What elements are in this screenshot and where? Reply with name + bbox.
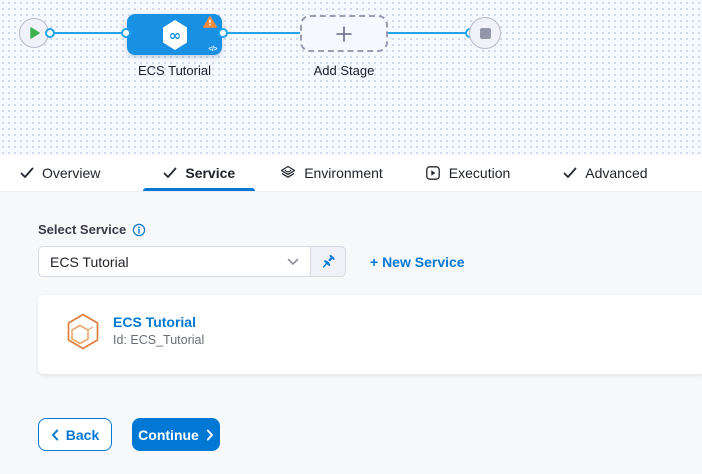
tab-label: Service [185, 165, 236, 181]
chevron-down-icon[interactable] [287, 258, 299, 266]
stop-icon [479, 27, 491, 39]
tab-execution[interactable]: Execution [405, 155, 530, 191]
add-stage-label: Add Stage [313, 63, 375, 78]
tab-environment[interactable]: Environment [260, 155, 403, 191]
check-icon [563, 167, 577, 179]
service-select[interactable] [38, 246, 310, 277]
start-node-port [45, 28, 55, 38]
stage-tabbar: Overview Service Environment [0, 155, 702, 192]
layers-icon [280, 165, 296, 181]
add-stage-button[interactable] [300, 15, 388, 52]
service-card-id: Id: ECS_Tutorial [113, 333, 205, 347]
play-icon [30, 27, 40, 39]
info-icon[interactable] [132, 223, 146, 237]
ecs-service-hexagon-icon [65, 312, 101, 352]
code-icon: </> [208, 46, 217, 53]
pipeline-connector-line [34, 32, 485, 34]
svg-text:∞: ∞ [168, 26, 181, 44]
service-card-title: ECS Tutorial [113, 314, 196, 330]
stage-node-ecs-tutorial[interactable]: ∞ ! </> [121, 14, 228, 55]
tab-overview[interactable]: Overview [0, 155, 120, 191]
tab-advanced[interactable]: Advanced [543, 155, 667, 191]
tab-label: Execution [448, 165, 511, 181]
pin-icon [320, 254, 336, 270]
pipeline-canvas[interactable]: ∞ ! </> ECS Tutorial Add Stage [0, 0, 702, 155]
service-card[interactable]: ECS Tutorial Id: ECS_Tutorial [38, 295, 702, 374]
chevron-right-icon [206, 429, 214, 441]
plus-icon [334, 24, 354, 44]
tab-label: Overview [42, 165, 101, 181]
stage-node-right-port [218, 28, 228, 38]
warning-icon: ! [203, 16, 217, 28]
select-service-label: Select Service [38, 222, 127, 237]
service-tab-panel: Select Service [0, 192, 702, 474]
svg-text:!: ! [208, 19, 211, 28]
stage-node-left-port [121, 28, 131, 38]
check-icon [163, 167, 177, 179]
stage-node-label: ECS Tutorial [138, 63, 211, 78]
back-button[interactable]: Back [38, 418, 112, 451]
pipeline-end-node[interactable] [469, 17, 501, 49]
tab-service[interactable]: Service [143, 155, 256, 191]
harness-cd-hexagon-icon: ∞ [161, 19, 189, 51]
tab-label: Advanced [585, 165, 648, 181]
pin-button[interactable] [310, 246, 346, 277]
service-select-value[interactable] [50, 253, 250, 270]
continue-button[interactable]: Continue [132, 418, 220, 451]
new-service-link[interactable]: + New Service [370, 253, 465, 270]
chevron-left-icon [51, 429, 59, 441]
tab-label: Environment [304, 165, 383, 181]
pipeline-start-node[interactable] [19, 18, 49, 48]
back-button-label: Back [65, 426, 100, 443]
check-icon [20, 167, 34, 179]
continue-button-label: Continue [138, 426, 199, 443]
play-box-icon [425, 165, 441, 181]
